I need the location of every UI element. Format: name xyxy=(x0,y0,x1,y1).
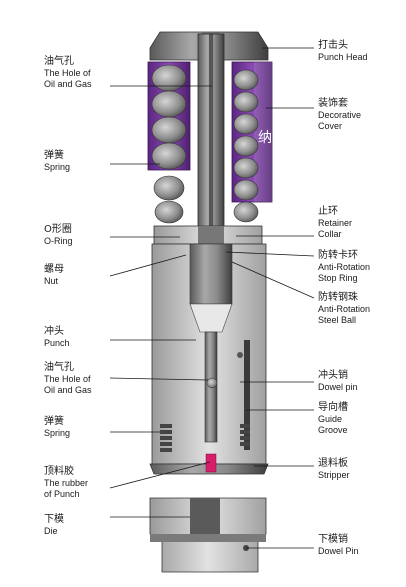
label-oil-gas-hole-lower: 油气孔 The Hole of Oil and Gas xyxy=(44,362,92,395)
label-anti-rotation-stop-ring: 防转卡环 Anti-Rotation Stop Ring xyxy=(318,250,371,283)
label-retainer-collar: 止环 Retainer Collar xyxy=(318,206,353,239)
retainer-collar xyxy=(153,225,263,245)
label-die: 下模 Die xyxy=(44,514,64,536)
label-punch: 冲头 Punch xyxy=(44,326,70,348)
upper-spring xyxy=(151,64,259,224)
label-spring-upper: 弹簧 Spring xyxy=(44,150,71,172)
die xyxy=(149,497,267,573)
label-nut: 螺母 Nut xyxy=(44,264,64,286)
central-shaft xyxy=(197,33,225,235)
label-anti-rotation-steel-ball: 防转钢珠 Anti-Rotation Steel Ball xyxy=(318,292,371,325)
label-decorative-cover: 装饰套 Decorative Cover xyxy=(318,98,362,131)
lower-spring xyxy=(160,424,250,452)
label-spring-lower: 弹簧 Spring xyxy=(44,416,71,438)
label-dowel-pin-upper: 冲头销 Dowel pin xyxy=(318,370,358,392)
label-punch-rubber: 顶料胶 The rubber of Punch xyxy=(44,466,89,499)
label-punch-head: 打击头 Punch Head xyxy=(318,40,368,62)
label-guide-groove: 导向槽 Guide Groove xyxy=(318,402,348,435)
label-o-ring: O形圈 O-Ring xyxy=(44,224,73,246)
leader-lines-right xyxy=(225,47,315,549)
leader-lines-left xyxy=(109,85,212,518)
label-stripper: 退料板 Stripper xyxy=(318,458,350,480)
label-dowel-pin-lower: 下模销 Dowel Pin xyxy=(318,534,359,556)
label-oil-gas-hole-upper: 油气孔 The Hole of Oil and Gas xyxy=(44,56,92,89)
cover-logo-text: 纳 xyxy=(258,130,272,146)
